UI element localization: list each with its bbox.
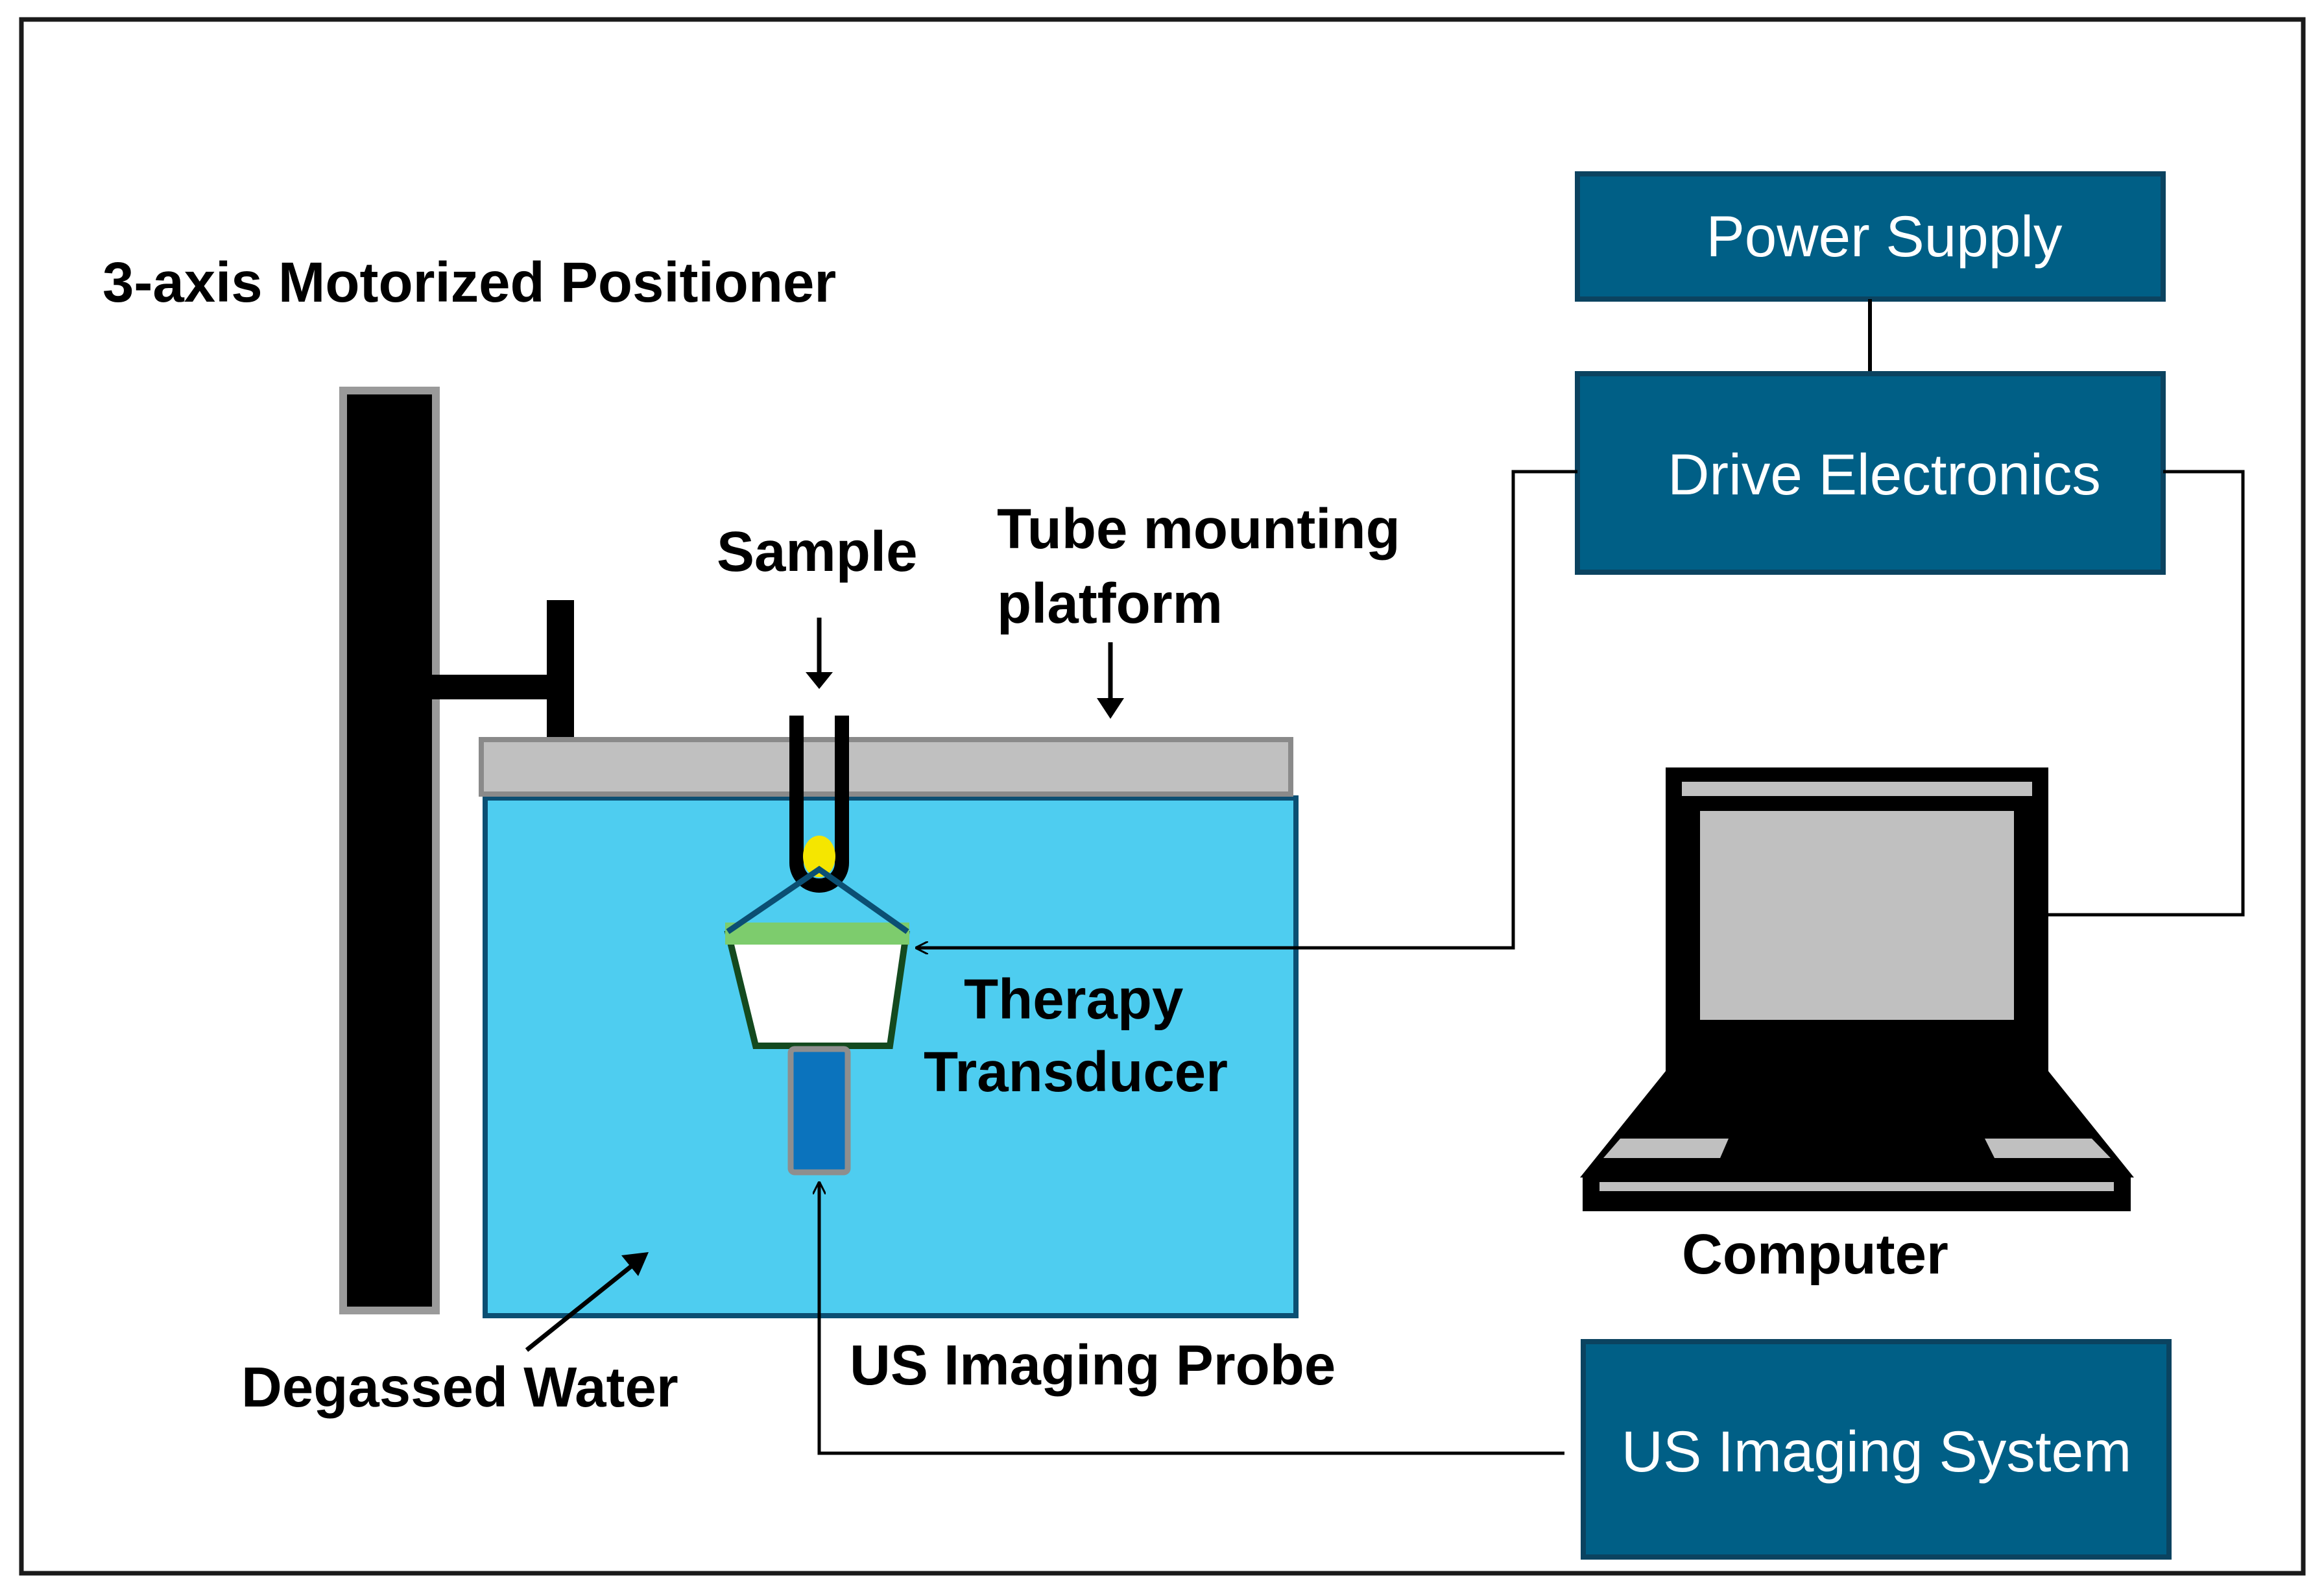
positioner-arm-horizontal bbox=[431, 675, 554, 699]
transducer-focus-lines bbox=[726, 865, 909, 934]
water-tank bbox=[483, 795, 1299, 1318]
drive-to-transducer-cable bbox=[916, 470, 1577, 948]
transducer-label-line2: Transducer bbox=[924, 1041, 1228, 1104]
positioner-column bbox=[339, 387, 440, 1314]
sample-icon bbox=[803, 836, 835, 877]
computer-laptop-icon bbox=[1580, 767, 2134, 1211]
platform-label-line1: Tube mounting bbox=[997, 498, 1400, 561]
drive-electronics-label: Drive Electronics bbox=[1668, 442, 2101, 507]
water-arrow bbox=[525, 1262, 636, 1352]
tube-mounting-platform bbox=[479, 737, 1293, 797]
water-label: Degassed Water bbox=[241, 1356, 678, 1419]
sample-label: Sample bbox=[717, 520, 917, 583]
drive-to-computer-cable bbox=[2048, 470, 2245, 917]
positioner-label: 3-axis Motorized Positioner bbox=[102, 251, 836, 314]
us-imaging-system-box bbox=[1581, 1339, 2172, 1560]
sample-tube bbox=[789, 716, 849, 893]
imaging-system-to-probe-cable bbox=[819, 1182, 1564, 1455]
us-imaging-probe-icon bbox=[787, 1046, 851, 1176]
transducer-label-line1: Therapy bbox=[964, 968, 1183, 1031]
power-supply-box bbox=[1575, 171, 2166, 302]
probe-label: US Imaging Probe bbox=[850, 1334, 1336, 1397]
computer-label: Computer bbox=[1682, 1223, 1948, 1286]
us-imaging-system-label: US Imaging System bbox=[1622, 1419, 2131, 1484]
transducer-housing-icon bbox=[724, 931, 910, 1049]
power-supply-label: Power Supply bbox=[1706, 204, 2063, 269]
transducer-rim bbox=[725, 923, 909, 945]
drive-electronics-box bbox=[1575, 371, 2166, 575]
platform-label-line2: platform bbox=[997, 572, 1223, 635]
